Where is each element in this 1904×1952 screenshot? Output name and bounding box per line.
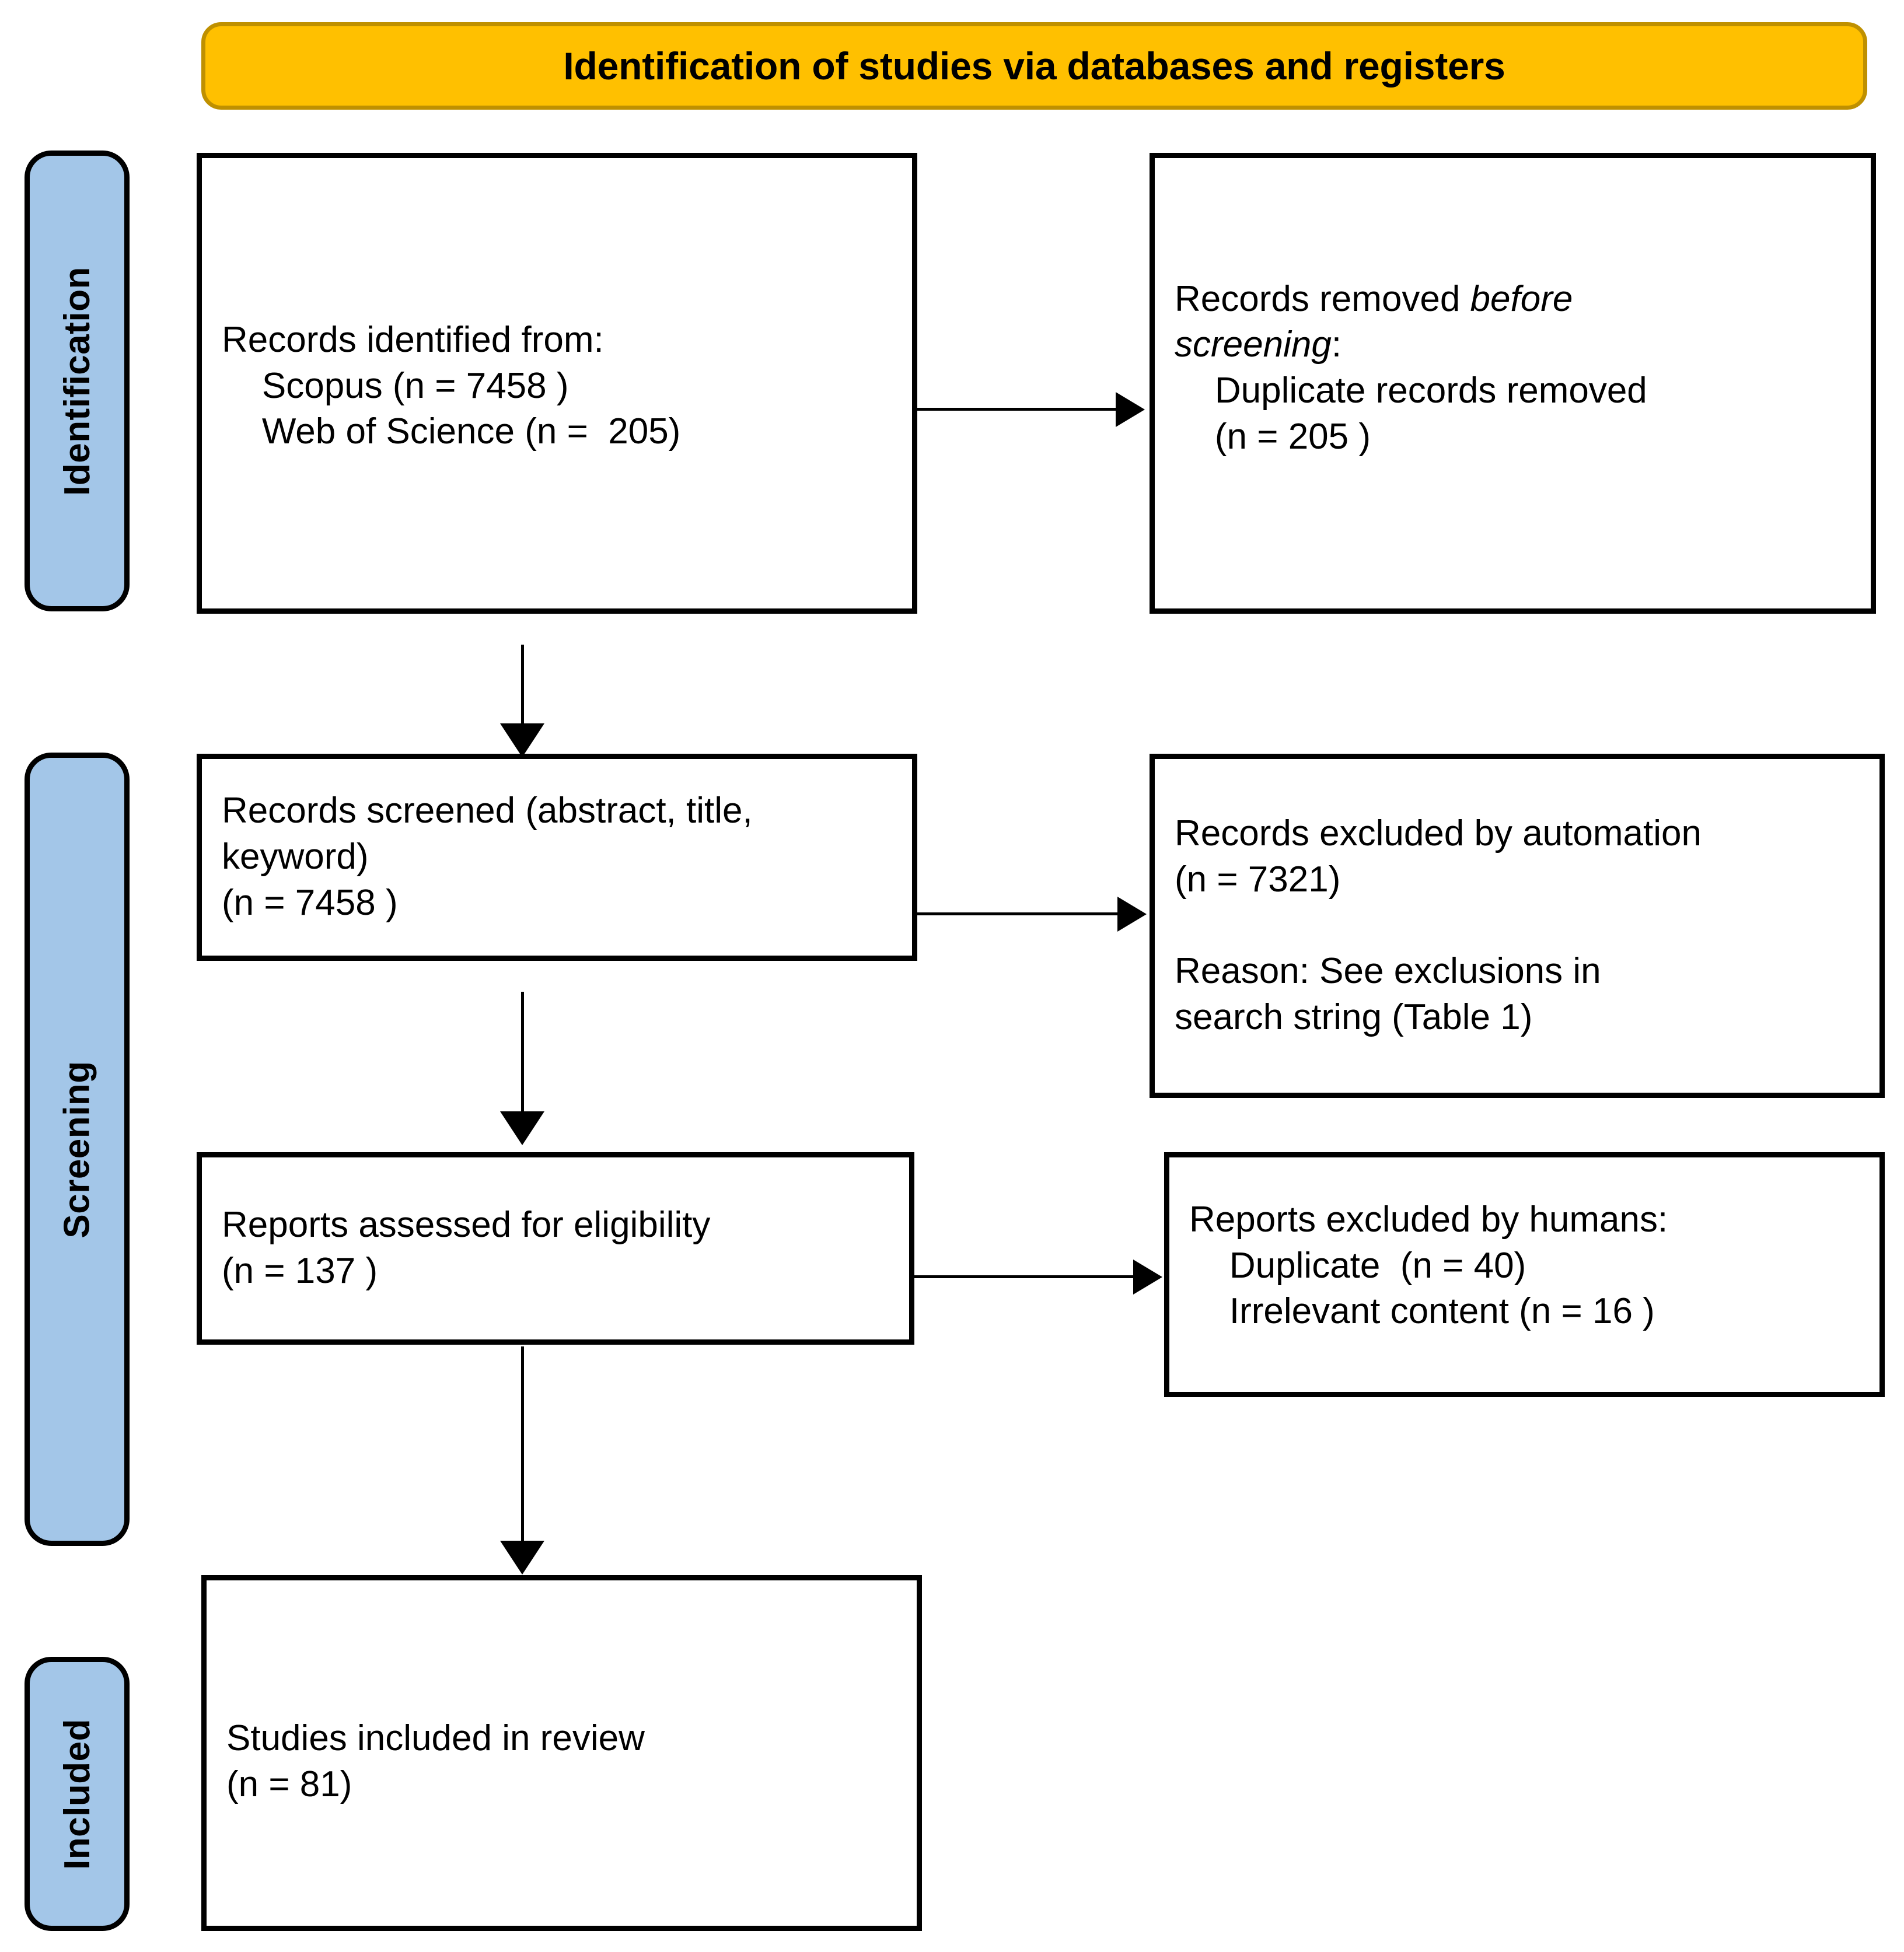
stage-label-screening-text: Screening <box>57 1060 97 1239</box>
records-removed-line2: (n = 205 ) <box>1175 416 1371 457</box>
connector-eligibility-to-excluded-humans <box>914 1275 1136 1278</box>
records-removed-header-emphasis: before screening <box>1175 278 1573 365</box>
arrow-down-icon-screened-to-eligibility <box>500 1111 544 1145</box>
box-records-screened-text: Records screened (abstract, title, keywo… <box>222 790 753 923</box>
stage-label-identification-text: Identification <box>57 266 97 496</box>
stage-label-screening: Screening <box>25 753 130 1546</box>
connector-identified-to-screened <box>521 645 524 727</box>
stage-label-identification: Identification <box>25 151 130 611</box>
box-studies-included: Studies included in review (n = 81) <box>201 1575 922 1931</box>
records-removed-header-b: : <box>1331 324 1342 365</box>
connector-identified-to-removed <box>917 408 1119 411</box>
box-records-removed-text: Records removed before screening: Duplic… <box>1155 277 1871 460</box>
box-records-removed: Records removed before screening: Duplic… <box>1150 153 1876 614</box>
box-reports-excluded-humans: Reports excluded by humans: Duplicate (n… <box>1164 1152 1885 1397</box>
box-reports-assessed-eligibility-text: Reports assessed for eligibility (n = 13… <box>222 1205 711 1291</box>
box-records-identified: Records identified from: Scopus (n = 745… <box>197 153 917 614</box>
box-studies-included-text: Studies included in review (n = 81) <box>226 1718 645 1804</box>
connector-screened-to-eligibility <box>521 992 524 1115</box>
diagram-title-banner: Identification of studies via databases … <box>201 22 1867 110</box>
box-records-identified-text: Records identified from: Scopus (n = 745… <box>222 319 681 452</box>
box-records-screened: Records screened (abstract, title, keywo… <box>197 754 917 961</box>
box-reports-excluded-humans-text: Reports excluded by humans: Duplicate (n… <box>1189 1199 1668 1332</box>
arrow-right-icon-identified-to-removed <box>1116 392 1145 427</box>
records-removed-header-a: Records removed <box>1175 278 1470 319</box>
connector-screened-to-excluded-automation <box>917 912 1120 915</box>
diagram-title-text: Identification of studies via databases … <box>563 44 1505 88</box>
arrow-right-icon-eligibility-to-excluded-humans <box>1133 1260 1162 1295</box>
arrow-down-icon-eligibility-to-included <box>500 1541 544 1575</box>
records-removed-line1: Duplicate records removed <box>1175 370 1647 411</box>
box-records-excluded-automation-text: Records excluded by automation (n = 7321… <box>1175 813 1702 1038</box>
stage-label-included-text: Included <box>57 1718 97 1870</box>
box-records-excluded-automation: Records excluded by automation (n = 7321… <box>1150 754 1885 1098</box>
connector-eligibility-to-included <box>521 1346 524 1545</box>
stage-label-included: Included <box>25 1657 130 1931</box>
box-reports-assessed-eligibility: Reports assessed for eligibility (n = 13… <box>197 1152 914 1345</box>
arrow-down-icon-identified-to-screened <box>500 723 544 757</box>
arrow-right-icon-screened-to-excluded-automation <box>1117 897 1147 932</box>
